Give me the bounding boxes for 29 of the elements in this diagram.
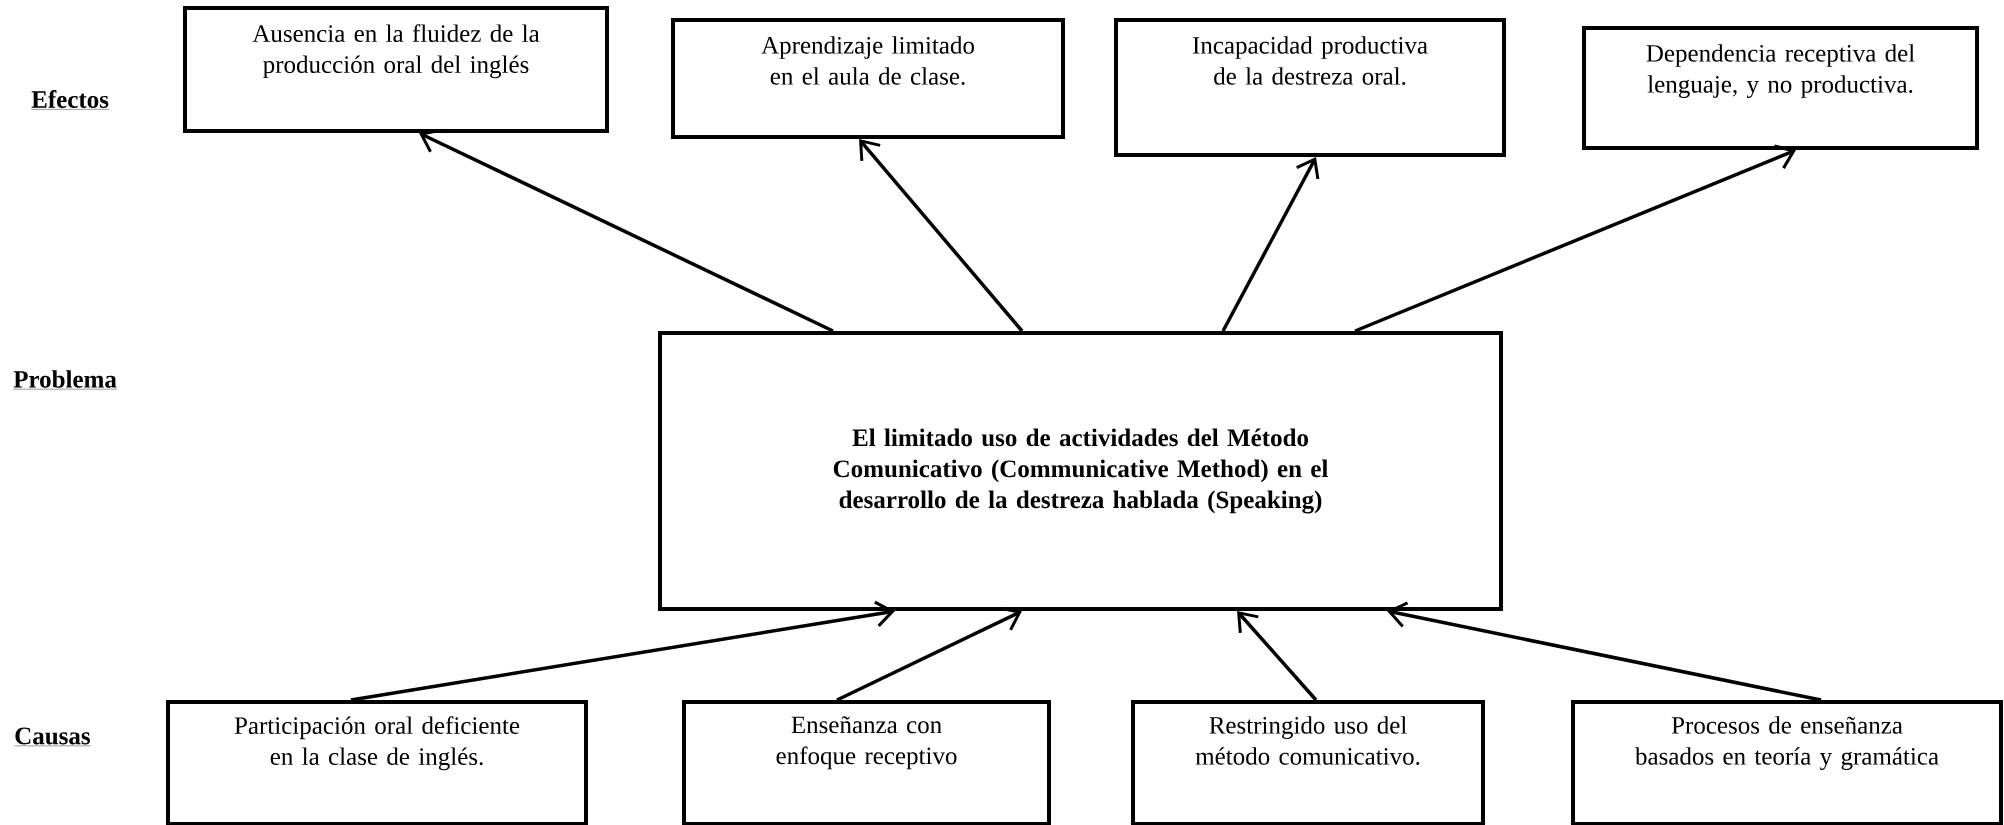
arrow [350, 600, 895, 702]
arrow [1221, 157, 1320, 332]
arrow [1387, 601, 1822, 702]
cause-box [682, 700, 1051, 825]
section-label: Efectos [31, 90, 110, 110]
arrow [1237, 611, 1318, 702]
node-label: Enseñanza con enfoque receptivo [776, 716, 957, 770]
effect-box [671, 18, 1065, 139]
effect-box [1114, 18, 1506, 157]
effect-box [183, 6, 609, 133]
cause-box [1571, 700, 2004, 825]
node-label: Participación oral deficiente en la clase de inglés. [234, 716, 520, 771]
arrow [859, 139, 1024, 333]
node-label: Procesos de enseñanza basados en teoría y gramática [1635, 716, 1939, 770]
node-label: Incapacidad productiva de la destreza oral. [1192, 36, 1428, 85]
node-label: El limitado uso de actividades del Método Comunicativo (Communicative Method) en el desarrollo de la destreza hablada (Speaking) [833, 428, 1328, 514]
node-label: Dependencia receptiva del lenguaje, y no productiva. [1646, 44, 1915, 98]
arrow [1354, 144, 1797, 333]
effect-box [1582, 26, 1980, 150]
section-label: Causas [14, 727, 91, 747]
cause-box [1131, 700, 1485, 825]
section-label: Problema [13, 370, 118, 390]
cause-box [166, 700, 588, 825]
node-label: Restringido uso del método comunicativo. [1195, 716, 1420, 765]
problem-box [658, 331, 1503, 611]
arrow [419, 128, 834, 333]
node-label: Ausencia en la fluidez de la producción oral del inglés [252, 24, 540, 79]
node-label: Aprendizaje limitado en el aula de clase. [761, 36, 974, 85]
arrow [836, 606, 1022, 702]
